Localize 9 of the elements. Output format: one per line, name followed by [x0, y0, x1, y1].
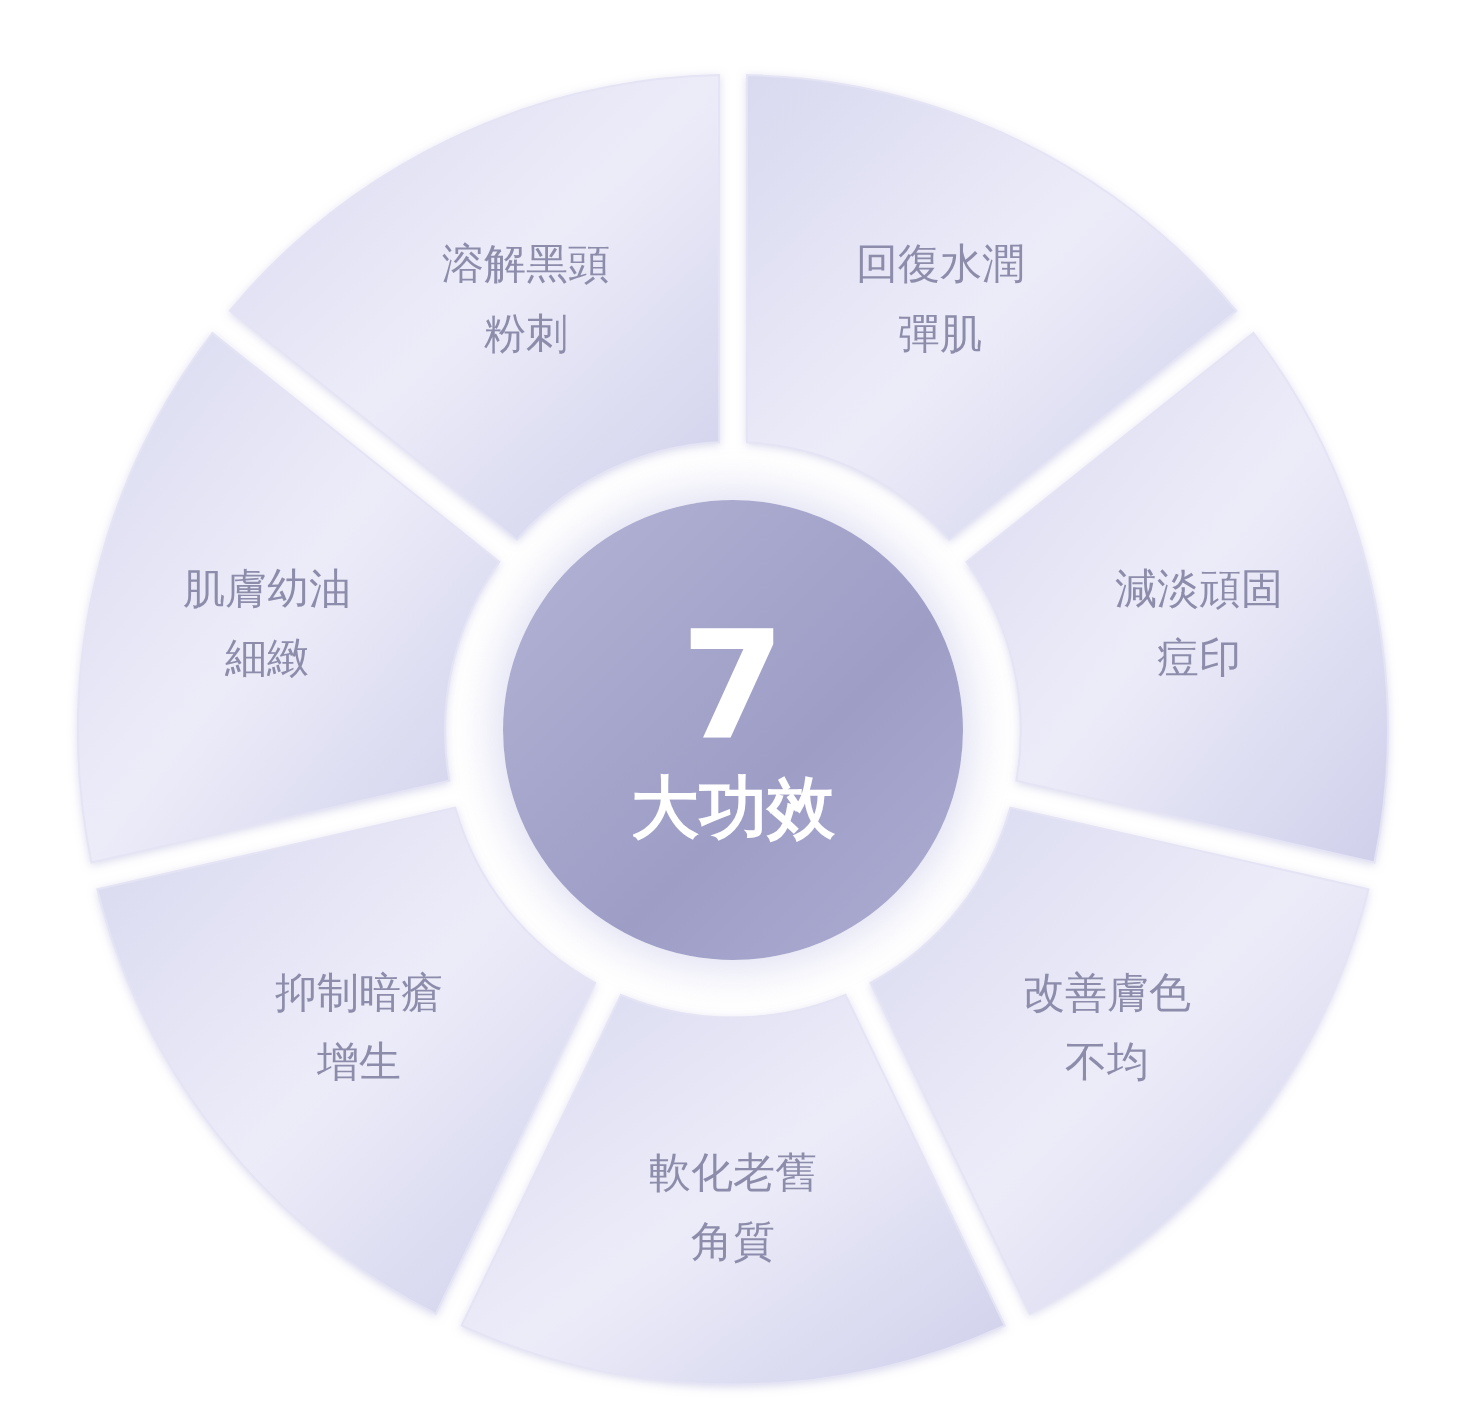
number-label: 7	[680, 611, 786, 762]
benefit-label: 肌膚幼油細緻	[183, 562, 351, 684]
title-label: 大功效	[631, 767, 835, 849]
benefit-label: 減淡頑固痘印	[1115, 562, 1283, 684]
benefit-label: 抑制暗瘡增生	[275, 967, 444, 1089]
benefit-label: 軟化老舊角質	[649, 1147, 817, 1269]
benefit-label: 回復水潤彈肌	[856, 238, 1025, 360]
benefit-label: 溶解黑頭粉刺	[441, 238, 610, 360]
benefit-label: 改善膚色不均	[1022, 967, 1191, 1089]
